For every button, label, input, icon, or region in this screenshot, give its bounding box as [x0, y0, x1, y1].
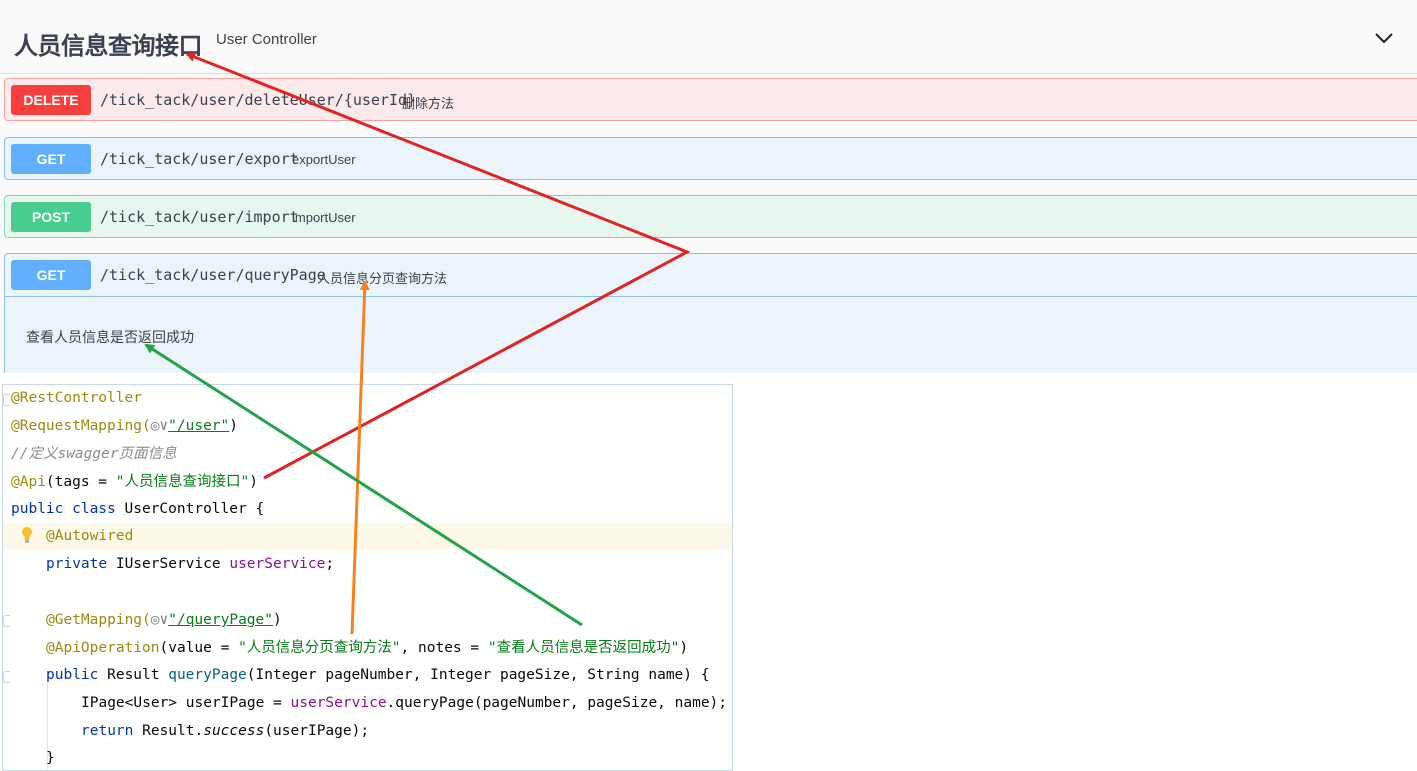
- operation-path: /tick_tack/user/deleteUser/{userId}: [100, 91, 417, 109]
- operation-path: /tick_tack/user/queryPage: [100, 266, 326, 284]
- code-line: private IUserService userService;: [46, 556, 335, 572]
- fold-marker[interactable]: [3, 394, 10, 406]
- operation-delete-user[interactable]: DELETE /tick_tack/user/deleteUser/{userI…: [4, 78, 1417, 121]
- operation-query-page[interactable]: GET /tick_tack/user/queryPage 人员信息分页查询方法…: [4, 253, 1417, 373]
- code-editor-panel[interactable]: @RestController @RequestMapping(◎∨"/user…: [2, 384, 733, 771]
- operation-summary: importUser: [292, 210, 356, 225]
- code-line: }: [46, 750, 55, 766]
- globe-icon[interactable]: ◎∨: [150, 612, 169, 628]
- operation-import-user[interactable]: POST /tick_tack/user/import importUser: [4, 195, 1417, 238]
- indent-guide: [47, 675, 48, 770]
- code-line: //定义swagger页面信息: [11, 446, 177, 462]
- method-badge-post: POST: [11, 202, 91, 232]
- code-line: @ApiOperation(value = "人员信息分页查询方法", note…: [46, 640, 689, 656]
- operation-path: /tick_tack/user/export: [100, 150, 299, 168]
- operation-summary-row[interactable]: GET /tick_tack/user/queryPage 人员信息分页查询方法: [5, 254, 1417, 297]
- code-line: public class UserController {: [11, 501, 265, 517]
- code-line: public Result queryPage(Integer pageNumb…: [46, 667, 710, 683]
- operation-path: /tick_tack/user/import: [100, 208, 299, 226]
- operation-export-user[interactable]: GET /tick_tack/user/export exportUser: [4, 137, 1417, 180]
- code-line: @Api(tags = "人员信息查询接口"): [11, 474, 258, 490]
- operation-notes: 查看人员信息是否返回成功: [26, 329, 194, 345]
- tag-description: User Controller: [216, 31, 317, 48]
- tag-title: 人员信息查询接口: [14, 32, 203, 60]
- swagger-ui-panel: 人员信息查询接口 User Controller DELETE /tick_ta…: [0, 0, 1417, 373]
- code-line-highlighted: @Autowired: [3, 523, 732, 550]
- code-line: IPage<User> userIPage = userService.quer…: [81, 695, 728, 711]
- operation-summary: 删除方法: [402, 96, 455, 111]
- operation-summary: 人员信息分页查询方法: [317, 271, 448, 286]
- operation-summary: exportUser: [292, 152, 356, 167]
- method-badge-delete: DELETE: [11, 85, 91, 115]
- operation-summary-row[interactable]: GET /tick_tack/user/export exportUser: [5, 138, 1417, 180]
- operation-summary-row[interactable]: DELETE /tick_tack/user/deleteUser/{userI…: [5, 79, 1417, 121]
- tag-header[interactable]: 人员信息查询接口 User Controller: [0, 0, 1417, 74]
- code-line: return Result.success(userIPage);: [81, 723, 370, 739]
- method-badge-get: GET: [11, 144, 91, 174]
- code-line: @GetMapping(◎∨"/queryPage"): [46, 612, 282, 628]
- fold-marker[interactable]: [3, 671, 10, 683]
- globe-icon[interactable]: ◎∨: [150, 418, 169, 434]
- lightbulb-icon[interactable]: [20, 526, 34, 544]
- chevron-down-icon[interactable]: [1373, 30, 1395, 46]
- method-badge-get: GET: [11, 260, 91, 290]
- code-line: @RequestMapping(◎∨"/user"): [11, 418, 238, 434]
- operation-summary-row[interactable]: POST /tick_tack/user/import importUser: [5, 196, 1417, 238]
- code-line: @RestController: [11, 390, 142, 406]
- fold-marker[interactable]: [3, 615, 10, 627]
